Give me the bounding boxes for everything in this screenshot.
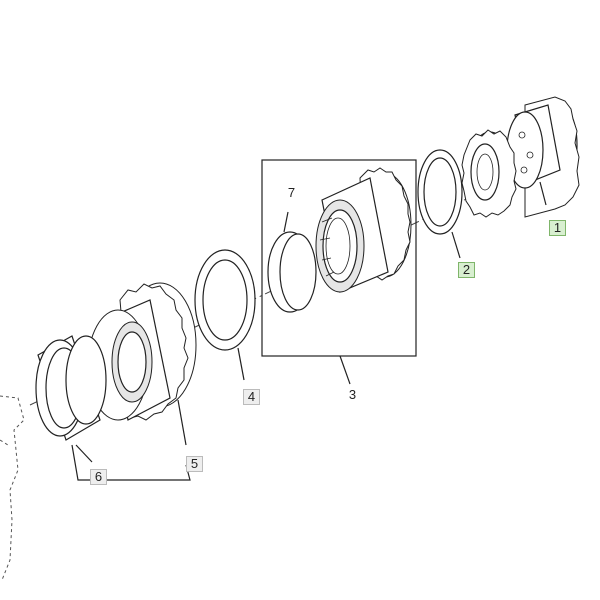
callout-7: 7: [287, 185, 296, 200]
part-7-snap-ring: [267, 211, 317, 313]
part-2-thrust-ring: [417, 149, 463, 259]
part-3-clutch-hub: [315, 167, 412, 293]
callout-5: 5: [186, 456, 203, 472]
part-5-double-gear: [87, 282, 197, 446]
callout-6: 6: [90, 469, 107, 485]
callout-2: 2: [458, 262, 475, 278]
phantom-shaft: [0, 395, 25, 581]
part-6-bearing-ring: [35, 335, 191, 481]
callout-1: 1: [549, 220, 566, 236]
part-4-thrust-washer: [194, 249, 256, 381]
callout-3: 3: [348, 387, 357, 402]
assembly-3-frame: [261, 159, 417, 357]
part-1-splined-sleeve: [461, 96, 580, 218]
callout-4: 4: [243, 389, 260, 405]
